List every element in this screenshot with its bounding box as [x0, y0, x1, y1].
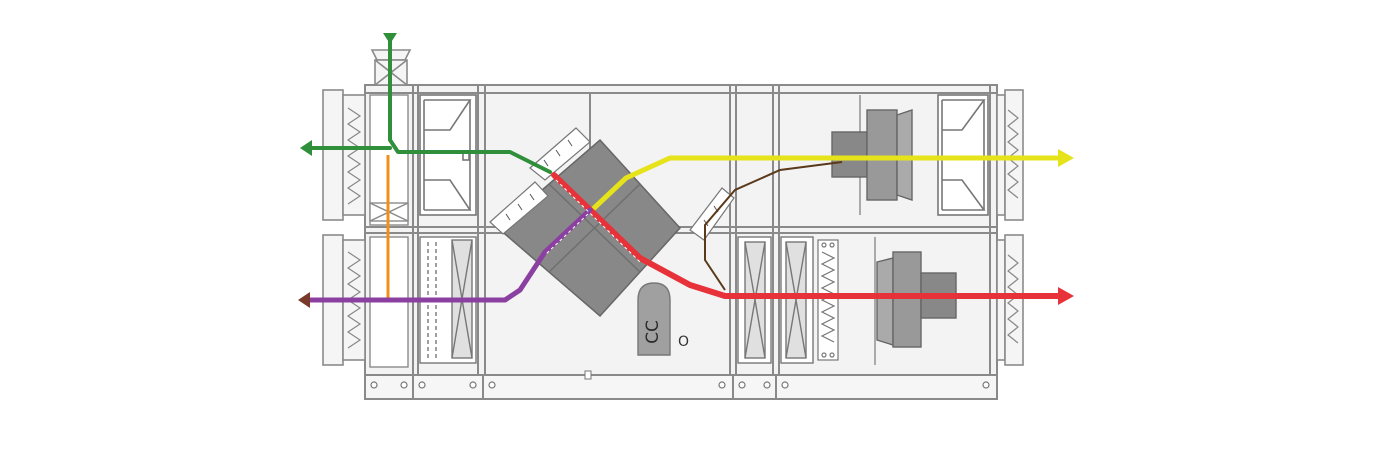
- exhaust-air-flow: [307, 207, 593, 303]
- top-right-filter: [937, 94, 989, 216]
- supply-flow-highlight: [555, 179, 641, 263]
- fresh-air-flow: [310, 33, 552, 174]
- compressor-secondary-mark: O: [678, 334, 689, 350]
- refrigerant-pipe: [704, 161, 843, 291]
- supply-air-flow: [551, 172, 1061, 299]
- arrow-left-icon: [298, 292, 310, 308]
- arrow-right-icon: [1058, 287, 1074, 305]
- exchanger-guide-vanes: [489, 127, 735, 241]
- base-bolts: [370, 381, 990, 389]
- drain-fitting: [584, 370, 592, 380]
- electric-heater: [817, 239, 839, 361]
- exhaust-flow-highlight: [544, 213, 589, 256]
- right-coils: [737, 236, 814, 364]
- top-filter-bags: [419, 94, 477, 216]
- outdoor-air-flow: [589, 155, 1061, 213]
- arrow-left-icon: [1058, 149, 1074, 167]
- arrow-down-icon: [383, 33, 397, 44]
- arrow-left-icon: [300, 140, 312, 156]
- compressor: CC: [637, 282, 671, 356]
- compressor-label: CC: [643, 320, 663, 344]
- right-duct-flanges: [996, 89, 1024, 366]
- top-exhaust-fan: [831, 95, 913, 215]
